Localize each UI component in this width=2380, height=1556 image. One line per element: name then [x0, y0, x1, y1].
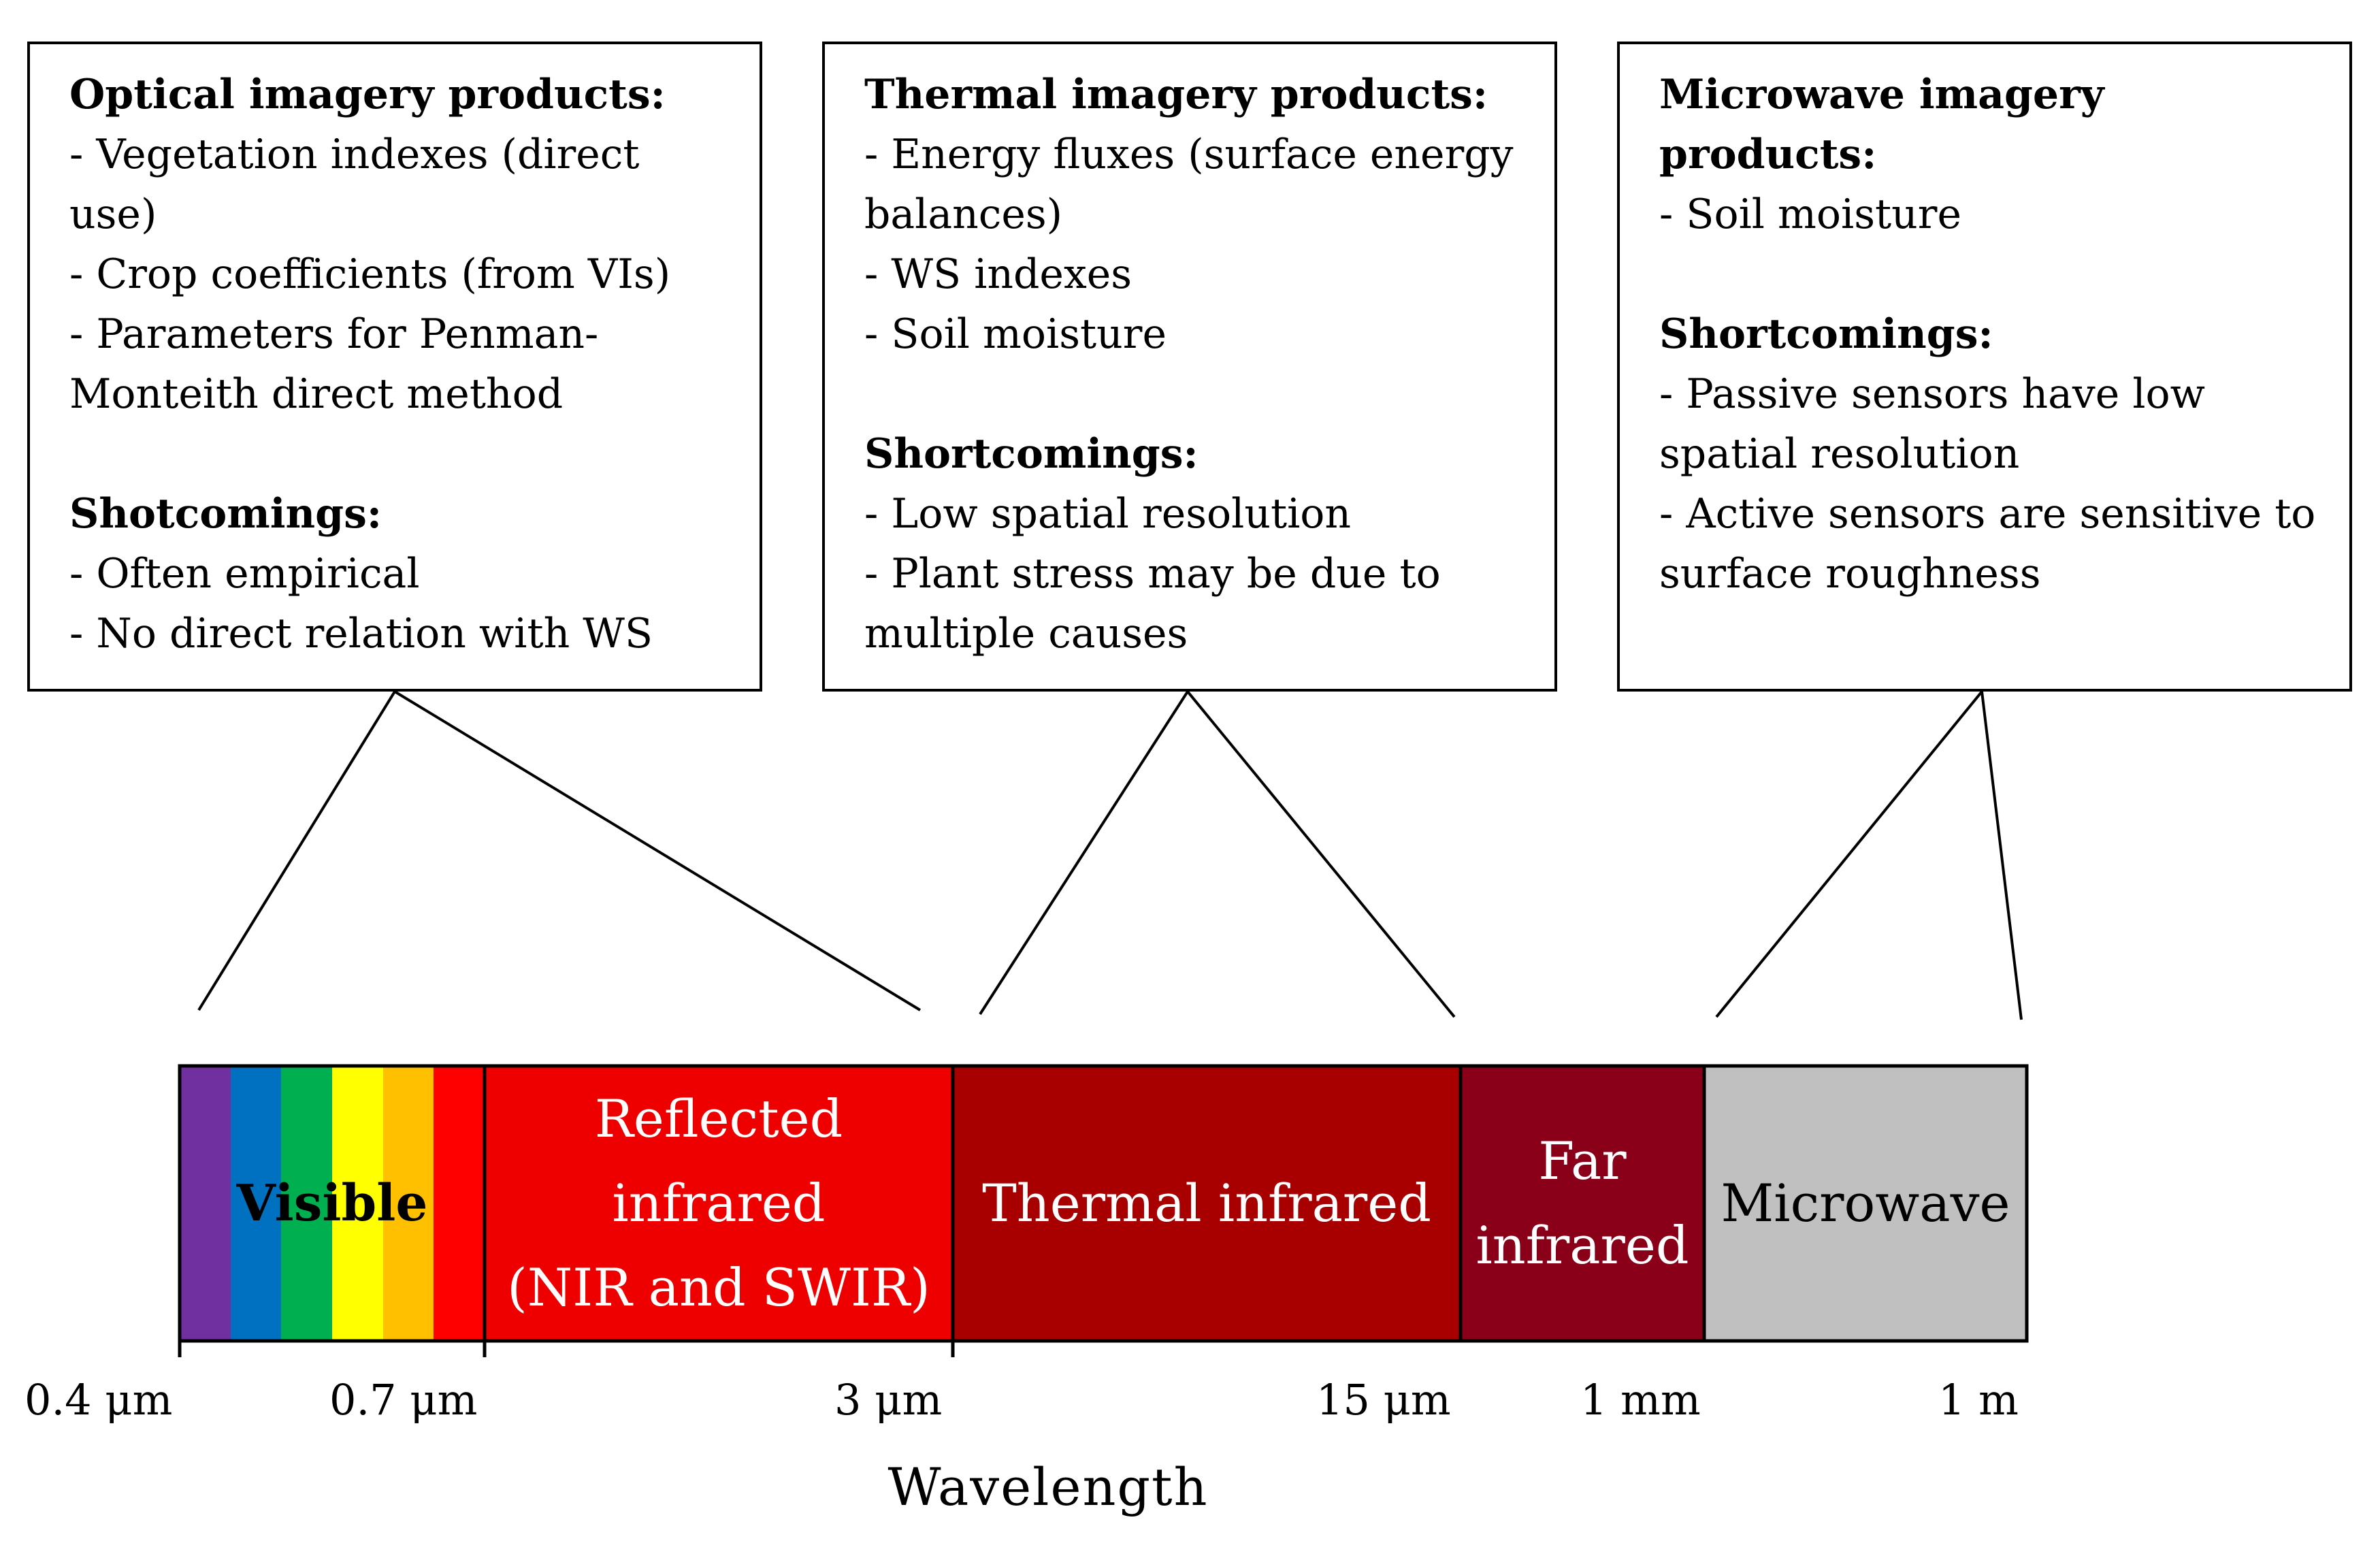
visible-color-stripe: [281, 1066, 333, 1341]
optical-line: - Parameters for Penman-: [69, 310, 599, 358]
thermal-shortcoming: multiple causes: [864, 610, 1188, 658]
thermal-connector-left: [979, 690, 1189, 1016]
microwave-shortcoming: surface roughness: [1659, 550, 2041, 598]
microwave-line: - Soil moisture: [1659, 191, 1961, 238]
optical-connector-left: [197, 690, 396, 1011]
visible-color-stripe: [332, 1066, 383, 1341]
band-label: infrared: [1476, 1215, 1689, 1276]
thermal-products-box: Thermal imagery products: - Energy fluxe…: [822, 42, 1557, 692]
microwave-band: Microwave: [1704, 1066, 2027, 1341]
optical-shortcoming: - No direct relation with WS: [69, 610, 653, 658]
optical-products-box: Optical imagery products: - Vegetation i…: [27, 42, 762, 692]
tick-label: 3 μm: [834, 1375, 943, 1425]
tick-label: 0.7 μm: [329, 1375, 478, 1425]
optical-line: - Vegetation indexes (direct use): [69, 131, 640, 238]
thermal-shortcoming: - Low spatial resolution: [864, 490, 1352, 538]
optical-shortcoming: - Often empirical: [69, 550, 420, 598]
optical-line: Monteith direct method: [69, 370, 564, 418]
band-label: Microwave: [1721, 1173, 2010, 1233]
thermal-heading: Thermal imagery products:: [864, 71, 1488, 118]
band-label: Far: [1538, 1131, 1627, 1191]
visible-label: Visible: [180, 1066, 485, 1341]
optical-connector-right: [393, 690, 922, 1011]
visible-color-stripe: [180, 1066, 231, 1341]
microwave-shortcoming: - Passive sensors have low: [1659, 370, 2206, 418]
microwave-connector-right: [1980, 691, 2023, 1020]
far-infrared-band: Far infrared: [1461, 1066, 1704, 1341]
thermal-shortcoming: - Plant stress may be due to: [864, 550, 1441, 598]
microwave-products-box: Microwave imagery products: - Soil moist…: [1617, 42, 2352, 692]
visible-color-stripe: [434, 1066, 485, 1341]
thermal-infrared-band: Thermal infrared: [953, 1066, 1461, 1341]
thermal-line: - Energy fluxes (surface energy: [864, 131, 1514, 178]
visible-label-text: Visible: [236, 1174, 428, 1233]
microwave-connector-left: [1715, 690, 1983, 1018]
thermal-line: balances): [864, 191, 1063, 238]
thermal-connector-right: [1186, 690, 1456, 1018]
tick-label: 1 mm: [1580, 1375, 1701, 1425]
axis-label: Wavelength: [887, 1457, 1209, 1517]
thermal-shortcomings-heading: Shortcomings:: [864, 430, 1199, 478]
reflected-infrared-band: Reflected infrared (NIR and SWIR): [485, 1066, 953, 1341]
thermal-line: - WS indexes: [864, 250, 1132, 298]
optical-shortcomings-heading: Shotcomings:: [69, 490, 382, 538]
tick-label: 15 μm: [1316, 1375, 1451, 1425]
band-label: Thermal infrared: [982, 1173, 1431, 1233]
microwave-heading: Microwave imagery products:: [1659, 71, 2104, 178]
visible-color-stripe: [230, 1066, 282, 1341]
microwave-shortcomings-heading: Shortcomings:: [1659, 310, 1993, 358]
microwave-shortcoming: spatial resolution: [1659, 430, 2020, 478]
band-label: (NIR and SWIR): [507, 1257, 930, 1318]
tick-label: 1 m: [1938, 1375, 2019, 1425]
band-label: Reflected infrared: [594, 1088, 843, 1233]
optical-heading: Optical imagery products:: [69, 71, 666, 118]
tick-label: 0.4 μm: [25, 1375, 173, 1425]
microwave-shortcoming: - Active sensors are sensitive to: [1659, 490, 2316, 538]
visible-color-stripe: [382, 1066, 434, 1341]
thermal-line: - Soil moisture: [864, 310, 1167, 358]
optical-line: - Crop coefficients (from VIs): [69, 250, 671, 298]
